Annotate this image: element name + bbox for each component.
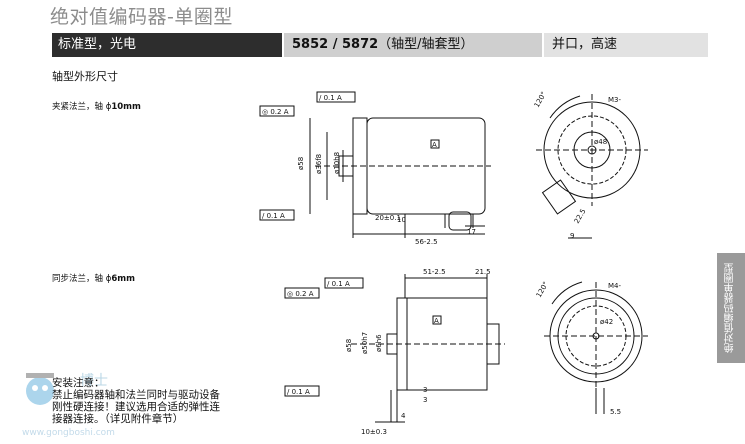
front-cable-gland [541,179,577,215]
clamp-flange-label: 夹紧法兰，轴 ϕ10mm [52,100,141,112]
dim-58: ø58 [297,157,305,170]
dim-21-5: 21.5 [475,268,491,276]
datum-a: A [432,141,437,149]
clamp-flange-text: 夹紧法兰，轴 [52,102,104,112]
gdt-frame-2 [316,91,356,103]
dim-50: ø50h7 [361,332,369,354]
dim-4: 4 [401,412,406,420]
dim-10: ø10h8 [333,152,341,174]
gdt-text-1: ◎ 0.2 A [262,108,289,116]
install-note: 安装注意： 禁止编码器轴和法兰同时与驱动设备 刚性硬连接！建议选用合适的弹性连 … [52,377,220,425]
note-line-3: 接器连接。（详见附件章节） [52,413,184,425]
top-side-drawing: ◎ 0.2 A / 0.1 A / 0.1 A A ø58 ø36f8 ø10h… [259,91,491,246]
spec-model: 5852 / 5872（轴型/轴套型） [282,33,542,57]
dim-10-bottom: 10±0.3 [361,428,387,436]
bottom-d55: 5.5 [610,408,621,416]
side-tab-line2: 单圈型 [725,263,736,293]
gdt-frame-4 [284,287,320,299]
gdt-text-5: / 0.1 A [327,280,350,288]
gdt-text-4: ◎ 0.2 A [287,290,314,298]
section-label: 轴型外形尺寸 [52,70,118,83]
side-tab: 绝对值编码器 单圈型 [717,253,745,363]
front-d48: ø48 [594,138,607,146]
dim-51: 51-2.5 [423,268,446,276]
gdt-text-6: / 0.1 A [287,388,310,396]
dim-10b: 10 [397,216,406,224]
mascot-icon [26,377,54,405]
bottom-angle: 120° [535,280,550,299]
encoder-body [366,117,486,215]
datum-a-bottom: A [434,317,439,325]
clamp-shaft-size: 10mm [111,102,141,112]
gdt-text-3: / 0.1 A [262,212,285,220]
dim-56: 56-2.5 [415,238,438,246]
gdt-frame-3 [259,209,295,221]
note-line-1: 禁止编码器轴和法兰同时与驱动设备 [52,389,220,401]
note-title: 安装注意： [52,377,105,389]
diameter-icon: ϕ [105,102,112,112]
bottom-front-drawing: 120° M4- ø42 5.5 [535,280,648,416]
gdt-text-2: / 0.1 A [319,94,342,102]
dim-3a: 3 [423,386,427,394]
sync-shaft-size: 6mm [111,274,135,284]
front-angle: 120° [533,90,548,109]
dim-3b: 3 [423,396,427,404]
bottom-m4: M4- [608,282,621,290]
sync-flange-text: 同步法兰，轴 [52,274,104,284]
diameter-icon: ϕ [105,274,112,284]
model-number: 5852 / 5872 [292,37,379,52]
bottom-d42: ø42 [600,318,613,326]
sync-flange-label: 同步法兰，轴 ϕ6mm [52,272,135,284]
spec-type: 标准型，光电 [52,33,282,57]
watermark: 博士 www.gongboshi.com [22,372,115,438]
cable-gland [448,211,472,231]
gdt-frame-5 [324,277,364,289]
spec-interface: 并口，高速 [542,33,708,57]
side-tab-line1: 绝对值编码器 [725,293,736,353]
spec-header-bar: 标准型，光电 5852 / 5872（轴型/轴套型） 并口，高速 [52,33,708,57]
dim-58-bottom: ø58 [345,339,353,352]
gdt-frame-6 [284,385,320,397]
dim-6: ø6h6 [375,334,383,352]
dim-20: 20±0.1 [375,214,401,222]
dim-36: ø36f8 [315,154,323,174]
watermark-brand: 博士 [80,372,108,389]
note-line-2: 刚性硬连接！建议选用合适的弹性连 [52,401,220,413]
front-d9: 9 [570,232,574,240]
front-d22: 22.5 [573,207,588,225]
model-variant: （轴型/轴套型） [378,37,474,52]
top-front-drawing: 120° M3- ø48 22.5 9 [533,90,648,240]
gdt-frame-1 [259,105,295,117]
dim-17: 17 [467,228,476,236]
front-m3: M3- [608,96,621,104]
page-title: 绝对值编码器-单圈型 [50,6,233,28]
bottom-side-drawing: ◎ 0.2 A / 0.1 A / 0.1 A A 51-2.5 21.5 ø5… [284,268,505,436]
watermark-url: www.gongboshi.com [22,428,115,438]
